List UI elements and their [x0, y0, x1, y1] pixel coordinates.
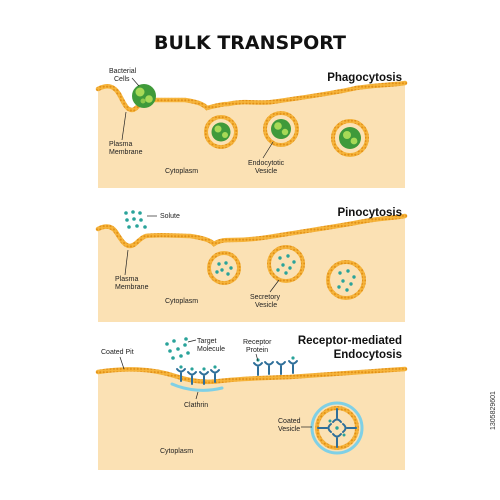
phagocytosis-heading: Phagocytosis [327, 72, 402, 84]
label-plasma: Plasma [115, 276, 138, 283]
label-endocytotic: Endocytotic [248, 160, 285, 167]
receptor-mediated-panel: Receptor-mediated Endocytosis Coated Pit… [95, 335, 408, 470]
label-molecule: Molecule [197, 346, 225, 353]
endocytotic-vesicle [331, 119, 369, 157]
pinocytosis-membrane [95, 213, 408, 249]
receptor-membrane [95, 366, 408, 385]
leader-receptor-protein [255, 353, 259, 362]
label-secretory: Secretory [250, 294, 280, 301]
pinocytosis-cytoplasm [98, 216, 405, 322]
label-membrane: Membrane [109, 149, 143, 156]
label-vesicle: Vesicle [255, 302, 277, 309]
leader-coated-pit [119, 356, 125, 370]
label-receptor: Receptor [243, 339, 272, 346]
bacterial-cell [132, 84, 156, 108]
coated-vesicle [310, 401, 364, 455]
label-coated-pit: Coated Pit [101, 349, 134, 356]
label-target: Target [197, 338, 217, 345]
receptor-heading-line1: Receptor-mediated [298, 335, 402, 347]
clathrin-coat [170, 382, 224, 392]
solute-particles [124, 210, 147, 229]
watermark-id: 1305829601 [490, 391, 497, 430]
receptor-proteins-membrane [253, 360, 298, 376]
leader-endocytotic-vesicle [262, 141, 274, 159]
page-title: BULK TRANSPORT [154, 32, 346, 54]
endocytotic-vesicle [204, 115, 238, 149]
secretory-vesicle [326, 260, 366, 300]
endocytotic-vesicle [263, 111, 299, 147]
phagocytosis-panel: Phagocytosis Bacterial Cells Plasma Memb… [95, 68, 408, 188]
pinocytosis-heading: Pinocytosis [337, 207, 402, 219]
label-membrane: Membrane [115, 284, 149, 291]
receptor-proteins-pit [176, 368, 220, 385]
label-clathrin: Clathrin [184, 402, 208, 409]
label-cytoplasm: Cytoplasm [165, 168, 198, 175]
leader-plasma-membrane [124, 249, 129, 276]
target-molecules [165, 337, 295, 371]
secretory-vesicle [267, 245, 305, 283]
phagocytosis-cytoplasm [98, 83, 405, 188]
label-bacterial: Bacterial [109, 68, 137, 75]
label-cytoplasm: Cytoplasm [160, 448, 193, 455]
label-solute: Solute [160, 213, 180, 220]
label-plasma: Plasma [109, 141, 132, 148]
leader-bacterial [131, 77, 140, 87]
label-vesicle: Vesicle [278, 426, 300, 433]
secretory-vesicle [207, 251, 241, 285]
label-coated: Coated [278, 418, 301, 425]
receptor-heading-line2: Endocytosis [334, 349, 402, 361]
label-vesicle: Vesicle [255, 168, 277, 175]
label-cytoplasm: Cytoplasm [165, 298, 198, 305]
leader-target-molecule [187, 339, 197, 343]
leader-clathrin [195, 391, 199, 400]
leader-secretory-vesicle [269, 279, 280, 293]
label-protein: Protein [246, 347, 268, 354]
pinocytosis-panel: Pinocytosis Solute Plasma Membrane Cytop… [95, 207, 408, 322]
leader-plasma-membrane [121, 111, 127, 141]
label-cells: Cells [114, 76, 130, 83]
phagocytosis-membrane [95, 80, 408, 113]
